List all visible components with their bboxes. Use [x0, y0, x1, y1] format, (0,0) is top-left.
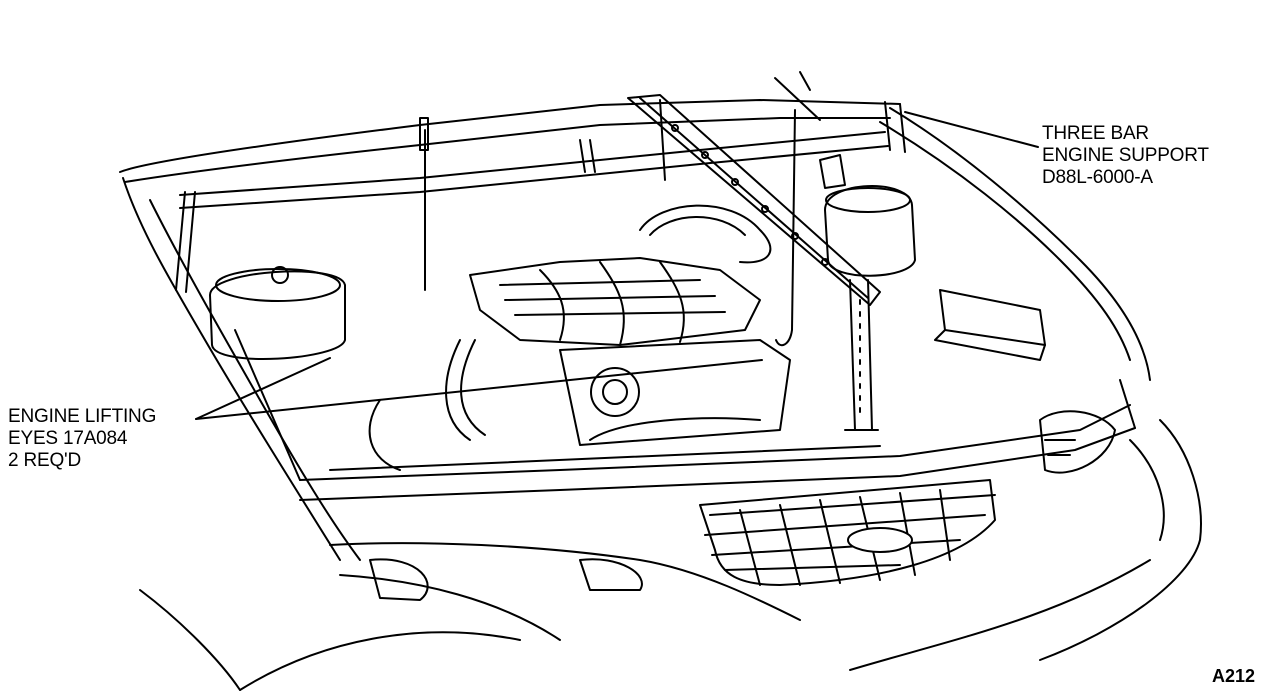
three-bar-support-label: THREE BAR ENGINE SUPPORT D88L-6000-A	[1042, 123, 1209, 189]
battery	[934, 289, 1046, 361]
coolant-reservoir	[819, 154, 916, 277]
headlights	[369, 410, 1116, 601]
hood-outline	[119, 99, 1151, 561]
intake-manifold	[469, 257, 761, 346]
front-fascia	[139, 419, 1202, 691]
lifting-chains	[419, 99, 796, 347]
figure-code: A212	[1212, 666, 1256, 686]
lifting-eyes-label: ENGINE LIFTING EYES 17A084 2 REQ'D	[8, 406, 156, 472]
front-frame	[234, 329, 1136, 501]
grille	[699, 479, 996, 586]
support-leg	[844, 279, 879, 431]
eyes-label-line-1: ENGINE LIFTING	[8, 406, 157, 427]
engine-block	[559, 339, 791, 446]
hoses	[368, 204, 772, 471]
support-label-line-1: THREE BAR	[1042, 123, 1149, 144]
air-cleaner	[209, 266, 346, 360]
eyes-label-line-2: EYES 17A084	[8, 428, 128, 449]
eyes-label-line-3: 2 REQ'D	[8, 450, 81, 471]
support-label-line-3: D88L-6000-A	[1042, 167, 1153, 188]
callout-leaders	[195, 111, 1039, 420]
support-label-line-2: ENGINE SUPPORT	[1042, 145, 1209, 166]
